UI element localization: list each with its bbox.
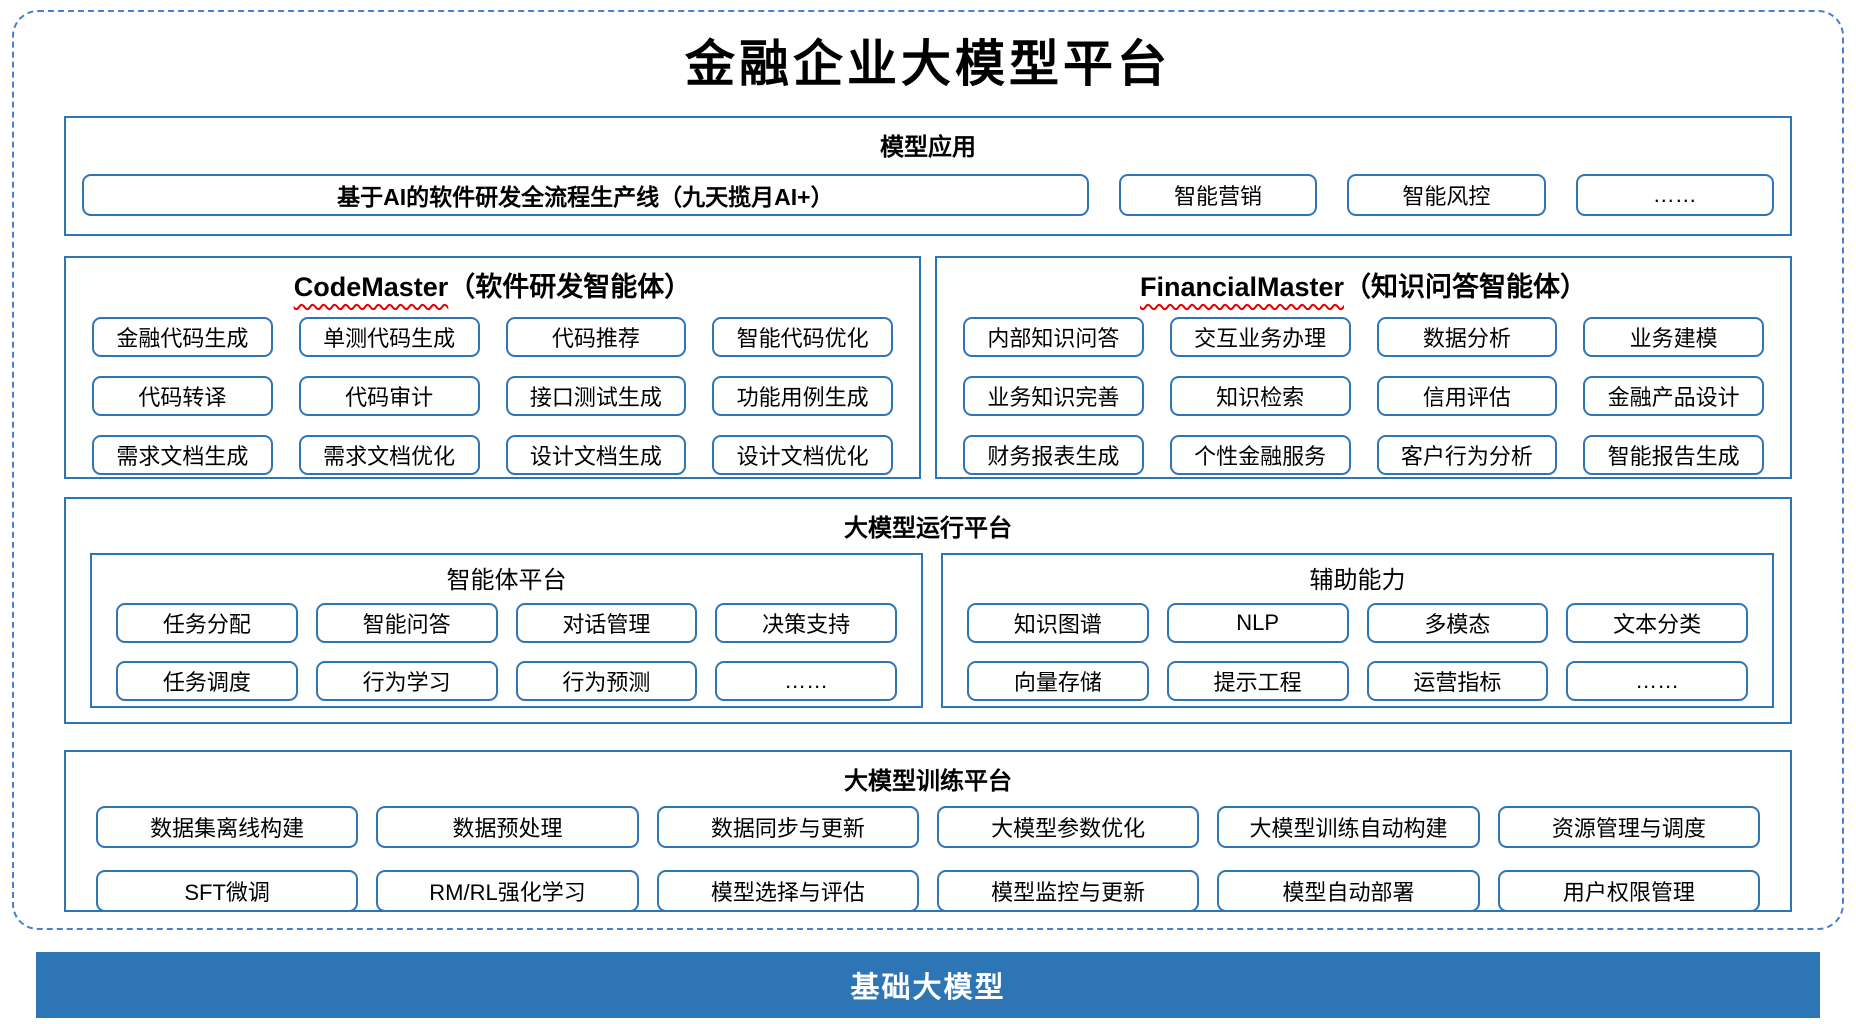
training-platform-box: 大模型参数优化 — [937, 805, 1200, 848]
section-runtime-platform: 大模型运行平台 智能体平台 任务分配智能问答对话管理决策支持任务调度行为学习行为… — [64, 497, 1792, 724]
financialmaster-capability-box: 知识检索 — [1169, 376, 1351, 417]
training-platform-box: SFT微调 — [96, 869, 359, 912]
aux-capability-box: …… — [1566, 661, 1748, 702]
codemaster-capability-box: 金融代码生成 — [92, 317, 273, 358]
agent-platform-box: …… — [715, 661, 897, 702]
aux-capability-box: 向量存储 — [967, 661, 1149, 702]
section-model-applications-header: 模型应用 — [880, 133, 976, 161]
agent-platform-box: 行为学习 — [315, 661, 498, 702]
aux-capability-grid: 知识图谱 NLP 多模态文本分类向量存储提示工程运营指标 …… — [943, 595, 1772, 702]
training-platform-box: 大模型训练自动构建 — [1217, 805, 1480, 848]
training-platform-box: RM/RL强化学习 — [376, 869, 639, 912]
agent-platform-box: 智能问答 — [315, 603, 498, 644]
financialmaster-capability-box: 财务报表生成 — [963, 435, 1144, 476]
section-model-applications: 模型应用 基于AI的软件研发全流程生产线（九天揽月AI+） 智能营销 智能风控 … — [64, 115, 1792, 237]
financialmaster-capability-box: 智能报告生成 — [1583, 435, 1764, 476]
financialmaster-capability-box: 信用评估 — [1376, 376, 1558, 417]
aux-capability-box: 多模态 — [1366, 603, 1549, 644]
panel-codemaster: CodeMaster（软件研发智能体） 金融代码生成单测代码生成代码推荐智能代码… — [64, 256, 921, 480]
codemaster-capability-box: 功能用例生成 — [712, 376, 893, 417]
financialmaster-capability-box: 业务建模 — [1583, 317, 1764, 358]
aux-capability-box: 运营指标 — [1366, 661, 1549, 702]
training-platform-box: 数据同步与更新 — [656, 805, 919, 848]
training-platform-box: 资源管理与调度 — [1497, 805, 1760, 848]
app-box-ai-pipeline: 基于AI的软件研发全流程生产线（九天揽月AI+） — [82, 173, 1089, 216]
section-runtime-platform-header: 大模型运行平台 — [844, 515, 1012, 543]
financialmaster-capability-box: 数据分析 — [1376, 317, 1558, 358]
app-box: 智能风控 — [1347, 173, 1546, 216]
agent-platform-box: 行为预测 — [515, 661, 698, 702]
panel-codemaster-title-cn: （软件研发智能体） — [448, 272, 692, 303]
agent-platform-box: 任务调度 — [116, 661, 298, 702]
training-platform-box: 数据预处理 — [376, 805, 639, 848]
codemaster-capability-box: 需求文档优化 — [298, 435, 480, 476]
model-applications-row: 基于AI的软件研发全流程生产线（九天揽月AI+） 智能营销 智能风控 …… — [66, 162, 1790, 216]
codemaster-capability-box: 智能代码优化 — [712, 317, 893, 358]
app-box-more: …… — [1575, 173, 1774, 216]
training-platform-box: 用户权限管理 — [1497, 869, 1760, 912]
codemaster-capability-grid: 金融代码生成单测代码生成代码推荐智能代码优化代码转译代码审计接口测试生成功能用例… — [66, 304, 919, 476]
aux-capability-box: 提示工程 — [1166, 661, 1349, 702]
foundation-model-bar: 基础大模型 — [36, 952, 1820, 1018]
aux-capability-box: 文本分类 — [1566, 603, 1748, 644]
codemaster-capability-box: 代码推荐 — [505, 317, 687, 358]
panel-financialmaster-header: FinancialMaster（知识问答智能体） — [937, 258, 1790, 304]
training-platform-box: 模型选择与评估 — [656, 869, 919, 912]
agent-platform-box: 对话管理 — [515, 603, 698, 644]
financialmaster-capability-grid: 内部知识问答交互业务办理数据分析业务建模业务知识完善知识检索信用评估金融产品设计… — [937, 304, 1790, 476]
runtime-row: 智能体平台 任务分配智能问答对话管理决策支持任务调度行为学习行为预测 …… 辅助能… — [66, 543, 1790, 722]
agents-row: CodeMaster（软件研发智能体） 金融代码生成单测代码生成代码推荐智能代码… — [64, 256, 1792, 480]
financialmaster-capability-box: 交互业务办理 — [1169, 317, 1351, 358]
financialmaster-capability-box: 客户行为分析 — [1376, 435, 1558, 476]
app-box: 智能营销 — [1118, 173, 1318, 216]
panel-financialmaster: FinancialMaster（知识问答智能体） 内部知识问答交互业务办理数据分… — [935, 256, 1792, 480]
codemaster-capability-box: 接口测试生成 — [505, 376, 687, 417]
agent-platform-box: 决策支持 — [715, 603, 897, 644]
financialmaster-capability-box: 业务知识完善 — [963, 376, 1144, 417]
codemaster-capability-box: 需求文档生成 — [92, 435, 273, 476]
panel-financialmaster-title-en: FinancialMaster — [1139, 272, 1345, 303]
agent-platform-box: 任务分配 — [116, 603, 298, 644]
training-platform-box: 模型监控与更新 — [937, 869, 1200, 912]
subpanel-agent-platform: 智能体平台 任务分配智能问答对话管理决策支持任务调度行为学习行为预测 …… — [90, 553, 923, 708]
training-platform-box: 数据集离线构建 — [96, 805, 359, 848]
section-training-platform: 大模型训练平台 数据集离线构建数据预处理数据同步与更新大模型参数优化大模型训练自… — [64, 749, 1792, 912]
codemaster-capability-box: 单测代码生成 — [298, 317, 480, 358]
outer-dashed-frame: 金融企业大模型平台 模型应用 基于AI的软件研发全流程生产线（九天揽月AI+） … — [12, 10, 1844, 930]
codemaster-capability-box: 代码转译 — [92, 376, 273, 417]
codemaster-capability-box: 代码审计 — [298, 376, 480, 417]
financialmaster-capability-box: 个性金融服务 — [1169, 435, 1351, 476]
section-training-platform-header: 大模型训练平台 — [844, 767, 1012, 795]
aux-capability-box: NLP — [1166, 603, 1349, 644]
codemaster-capability-box: 设计文档生成 — [505, 435, 687, 476]
aux-capability-box: 知识图谱 — [967, 603, 1149, 644]
subpanel-aux-capability-header: 辅助能力 — [1309, 567, 1406, 595]
financialmaster-capability-box: 内部知识问答 — [963, 317, 1144, 358]
panel-financialmaster-title-cn: （知识问答智能体） — [1344, 272, 1588, 303]
training-platform-box: 模型自动部署 — [1217, 869, 1480, 912]
codemaster-capability-box: 设计文档优化 — [712, 435, 893, 476]
panel-codemaster-header: CodeMaster（软件研发智能体） — [66, 258, 919, 304]
agent-platform-grid: 任务分配智能问答对话管理决策支持任务调度行为学习行为预测 …… — [92, 595, 921, 702]
financialmaster-capability-box: 金融产品设计 — [1583, 376, 1764, 417]
subpanel-aux-capability: 辅助能力 知识图谱 NLP 多模态文本分类向量存储提示工程运营指标 …… — [941, 553, 1774, 708]
subpanel-agent-platform-header: 智能体平台 — [446, 567, 567, 595]
panel-codemaster-title-en: CodeMaster — [293, 272, 449, 303]
foundation-model-bar-label: 基础大模型 — [850, 972, 1006, 1004]
training-platform-grid: 数据集离线构建数据预处理数据同步与更新大模型参数优化大模型训练自动构建资源管理与… — [66, 796, 1790, 912]
diagram-title: 金融企业大模型平台 — [685, 34, 1171, 93]
